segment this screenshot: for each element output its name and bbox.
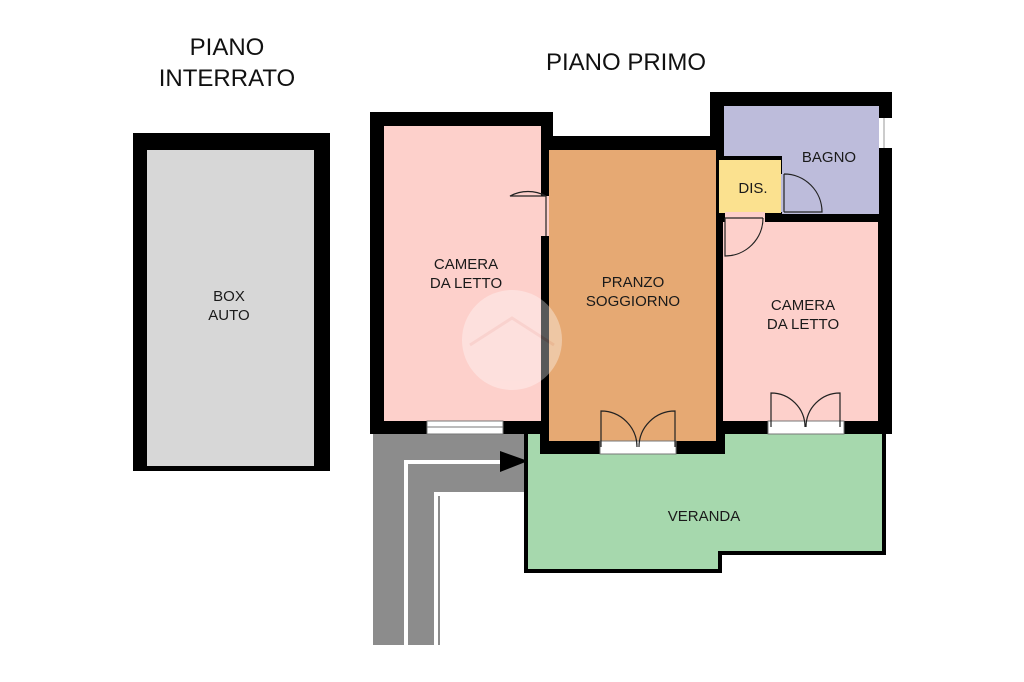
access-ramp (373, 428, 528, 645)
door-camera2-icon (724, 217, 764, 257)
heading-first-floor: PIANO PRIMO (546, 49, 706, 76)
room-veranda: VERANDA (524, 428, 886, 573)
box-auto-label-line2: AUTO (208, 307, 249, 324)
pranzo-label-line1: PRANZO (602, 274, 665, 291)
ramp-arrow-icon (500, 451, 528, 472)
room-camera-1: CAMERA DA LETTO (384, 126, 541, 421)
watermark-logo (462, 290, 562, 390)
camera2-label-line2: DA LETTO (767, 316, 839, 333)
room-pranzo-soggiorno: PRANZO SOGGIORNO (549, 150, 716, 441)
bagno-label: BAGNO (802, 149, 856, 166)
door-pranzo-left-icon (600, 410, 638, 448)
box-auto-label-line1: BOX (213, 288, 245, 305)
door-bagno-icon (783, 173, 823, 213)
door-camera2-left-icon (770, 392, 806, 428)
camera1-label-line2: DA LETTO (430, 275, 502, 292)
heading-basement-line1: PIANO (190, 34, 265, 61)
camera1-label-line1: CAMERA (434, 256, 498, 273)
door-camera1-icon (509, 190, 547, 236)
pranzo-label-line2: SOGGIORNO (586, 293, 680, 310)
camera2-label-line1: CAMERA (771, 297, 835, 314)
door-pranzo-right-icon (638, 410, 676, 448)
dis-label: DIS. (738, 180, 767, 197)
room-disimpegno: DIS. (716, 156, 782, 215)
room-box-auto: BOX AUTO (133, 133, 330, 471)
veranda-label: VERANDA (668, 508, 741, 525)
box-auto-floor (147, 150, 314, 466)
heading-basement-line2: INTERRATO (159, 65, 295, 92)
room-camera-2: CAMERA DA LETTO (723, 222, 878, 421)
door-camera2-right-icon (805, 392, 841, 428)
